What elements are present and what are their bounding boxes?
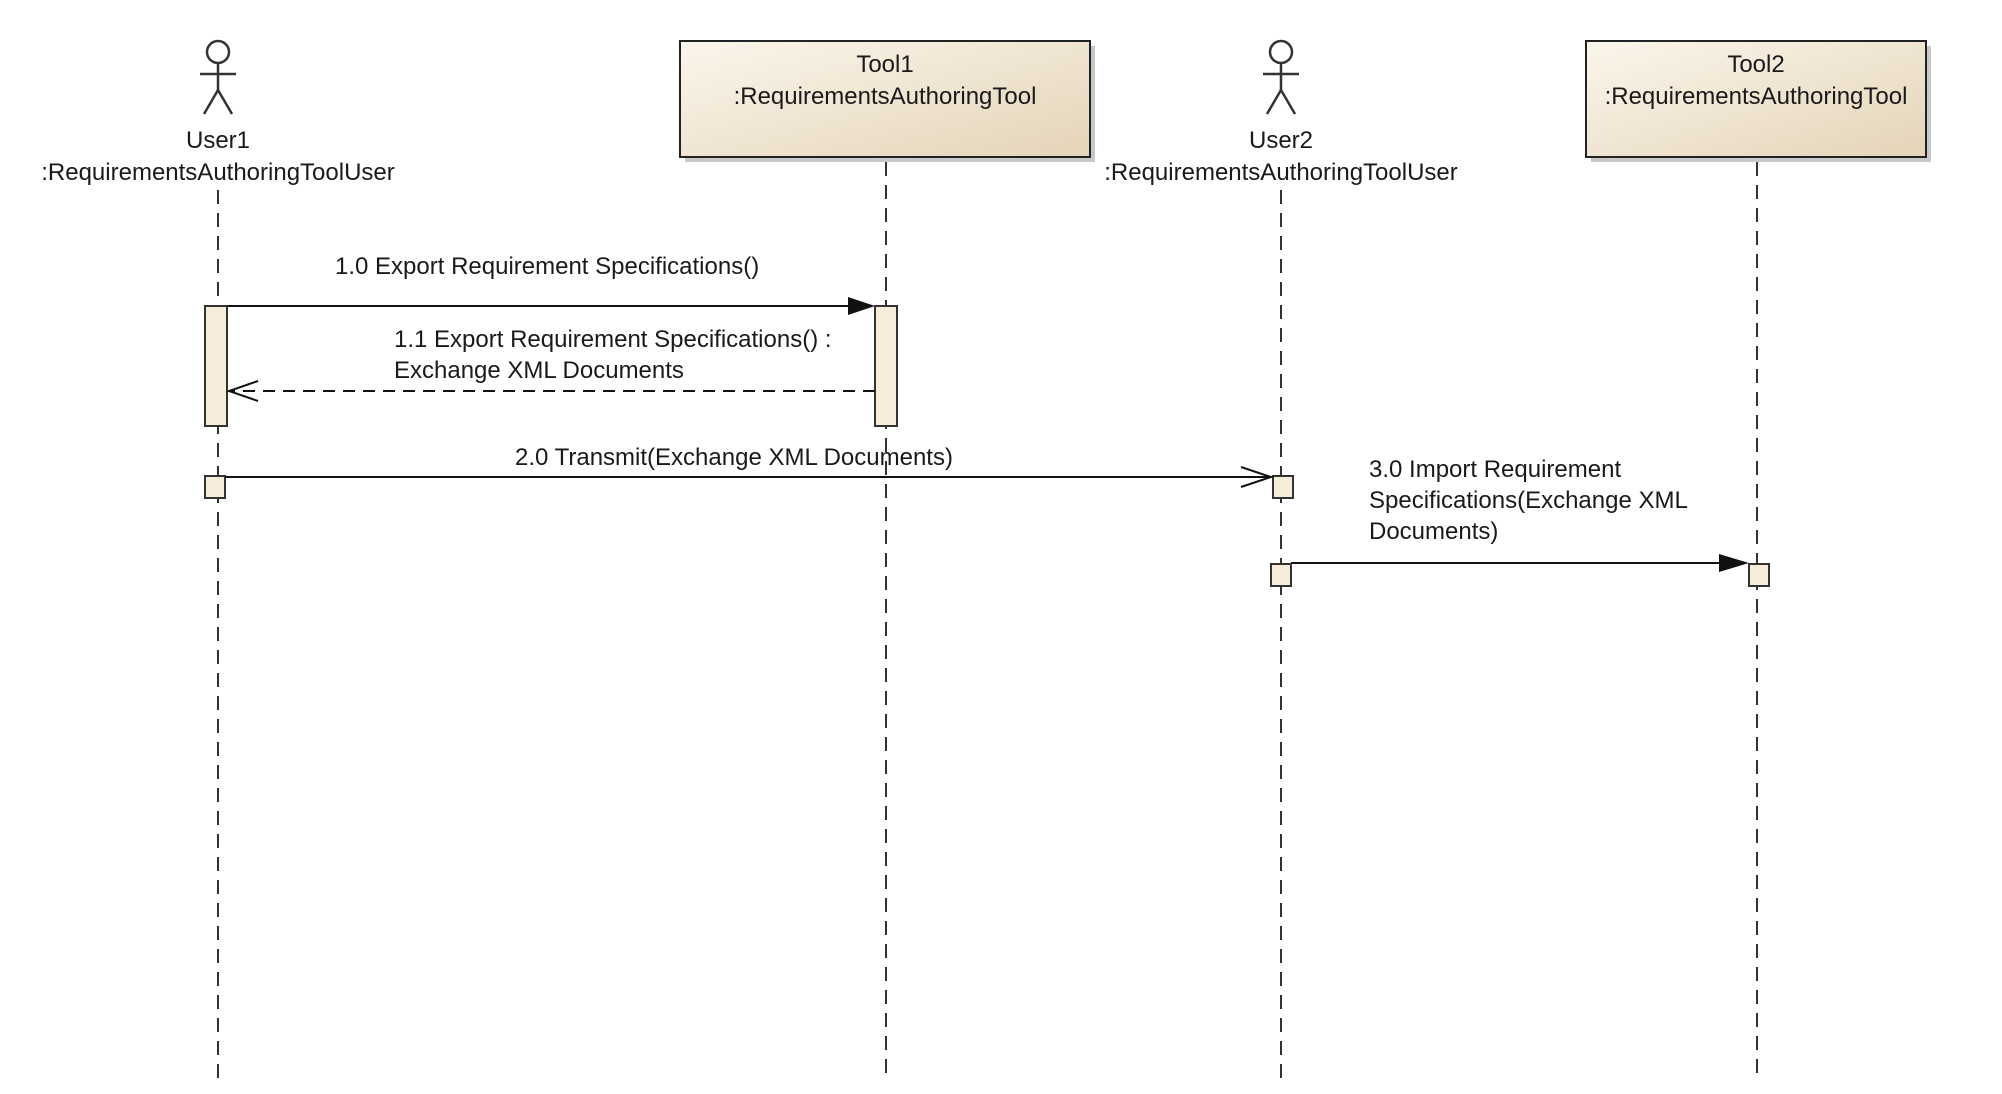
open-arrowhead-icon	[225, 380, 259, 402]
activation-point-tool2	[1748, 563, 1770, 587]
message-label-line: 3.0 Import Requirement	[1369, 456, 1621, 483]
message-label-line: Exchange XML Documents	[394, 357, 684, 384]
message-label-line: 1.1 Export Requirement Specifications() …	[394, 326, 832, 353]
message-label-line: Specifications(Exchange XML	[1369, 487, 1688, 514]
message-1-0[interactable]: 1.0 Export Requirement Specifications()	[227, 253, 875, 315]
object-box	[1585, 40, 1927, 158]
message-label-line: Documents)	[1369, 518, 1498, 545]
object-type: :RequirementsAuthoringTool	[1605, 83, 1908, 110]
actor-user1[interactable]: User1 :RequirementsAuthoringToolUser	[41, 39, 395, 186]
activation-point-user1	[204, 475, 226, 499]
filled-arrowhead-icon	[848, 297, 875, 315]
activation-bar-tool1	[874, 305, 898, 427]
filled-arrowhead-icon	[1719, 554, 1749, 572]
stick-figure-icon	[1263, 39, 1299, 115]
object-tool1[interactable]: Tool1 :RequirementsAuthoringTool	[679, 40, 1095, 162]
message-label-line: 1.0 Export Requirement Specifications()	[335, 253, 759, 280]
object-type: :RequirementsAuthoringTool	[734, 83, 1037, 110]
object-box	[679, 40, 1091, 158]
stick-figure-icon	[200, 39, 236, 115]
message-label-line: 2.0 Transmit(Exchange XML Documents)	[515, 444, 953, 471]
message-3-0[interactable]: 3.0 Import Requirement Specifications(Ex…	[1291, 456, 1749, 572]
message-1-1[interactable]: 1.1 Export Requirement Specifications() …	[225, 326, 875, 402]
actor-type: :RequirementsAuthoringToolUser	[1104, 159, 1458, 186]
actor-type: :RequirementsAuthoringToolUser	[41, 159, 395, 186]
activation-point-user2-send	[1270, 563, 1292, 587]
activation-point-user2-receive	[1272, 475, 1294, 499]
object-name: Tool1	[856, 51, 913, 78]
actor-name: User1	[186, 127, 250, 154]
object-name: Tool2	[1727, 51, 1784, 78]
actor-user2[interactable]: User2 :RequirementsAuthoringToolUser	[1104, 39, 1458, 186]
activation-bar-user1	[204, 305, 228, 427]
object-tool2[interactable]: Tool2 :RequirementsAuthoringTool	[1585, 40, 1931, 162]
message-2-0[interactable]: 2.0 Transmit(Exchange XML Documents)	[225, 444, 1275, 488]
open-arrowhead-icon	[1240, 466, 1275, 488]
actor-name: User2	[1249, 127, 1313, 154]
